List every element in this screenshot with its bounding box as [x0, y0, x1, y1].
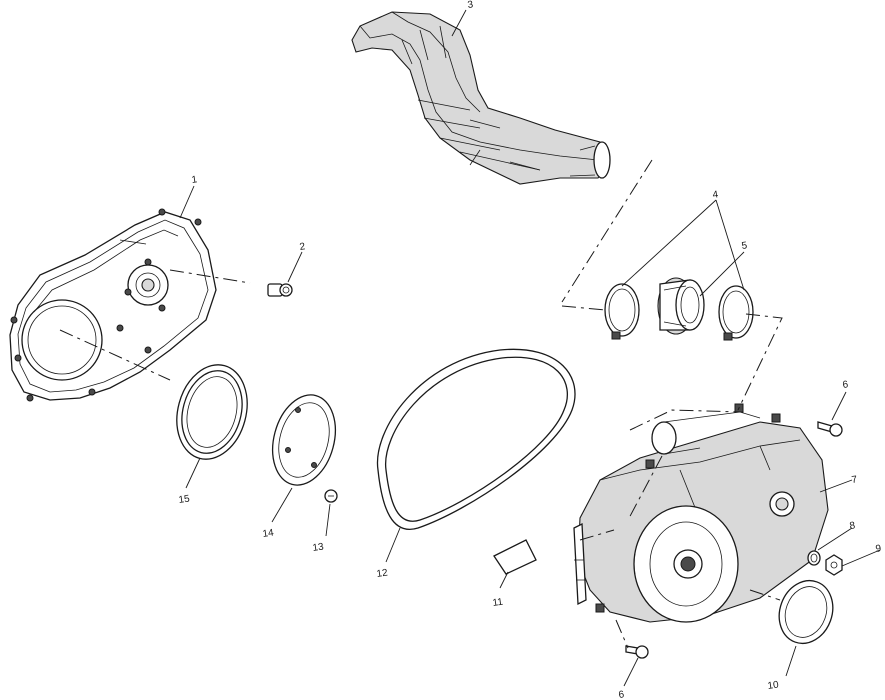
nut-part-9 — [825, 554, 843, 576]
callout-5: 5 — [741, 240, 748, 252]
callout-3: 3 — [467, 0, 474, 11]
callout-1: 1 — [191, 174, 198, 186]
inner-cover-part-1 — [9, 208, 217, 402]
bearing-plate-part-14 — [272, 394, 336, 486]
callout-12: 12 — [376, 567, 389, 580]
assembly-lines — [59, 159, 783, 649]
clamp-right-part-4 — [718, 285, 754, 341]
callout-14: 14 — [262, 527, 275, 540]
callout-4: 4 — [712, 189, 719, 201]
callout-8: 8 — [849, 520, 856, 532]
callout-9: 9 — [875, 543, 882, 555]
bolt-part-6-upper — [817, 421, 843, 437]
intake-duct-part-3 — [351, 11, 611, 185]
callout-6-upper: 6 — [842, 379, 849, 391]
gasket-part-10 — [778, 579, 834, 645]
callout-labels: 1 2 3 4 5 6 7 8 9 10 11 12 13 14 15 6 — [178, 0, 882, 700]
callout-15: 15 — [178, 493, 191, 506]
decal-part-11 — [493, 539, 537, 575]
bolt-part-2 — [267, 283, 293, 297]
callout-10: 10 — [767, 679, 780, 692]
clamp-left-part-4 — [604, 283, 640, 340]
coupler-part-5 — [657, 277, 705, 335]
callout-7: 7 — [851, 474, 858, 486]
washer-part-8 — [807, 550, 821, 566]
leader-lines — [179, 9, 881, 687]
callout-13: 13 — [312, 541, 325, 554]
callout-6-lower: 6 — [618, 689, 625, 700]
drive-belt-part-12 — [376, 348, 576, 530]
callout-2: 2 — [299, 241, 306, 253]
seal-part-15 — [176, 364, 248, 460]
bolt-part-6-lower — [625, 645, 649, 659]
screw-part-13 — [324, 489, 338, 503]
callout-11: 11 — [492, 597, 504, 609]
